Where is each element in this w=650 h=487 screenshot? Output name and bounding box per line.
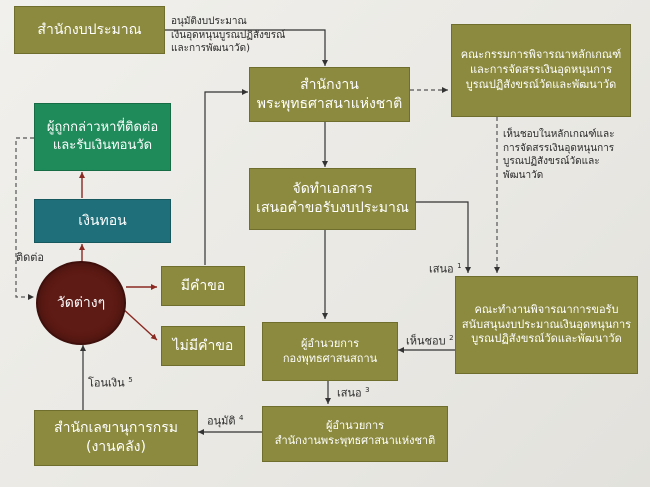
committee-line-2: และการจัดสรรเงินอุดหนุนการ [469, 63, 613, 77]
fund-director-box: ผู้อำนวยการ กองพุทธศาสนสถาน [262, 322, 398, 381]
no-request-label: ไม่มีคำขอ [172, 337, 234, 354]
working-group-line-3: บูรณปฏิสังขรณ์วัดและพัฒนาวัด [471, 332, 622, 346]
propose-1-num: 1 [457, 262, 462, 270]
arrow-temples-to-no-request [121, 307, 158, 341]
committee-approval-note: เห็นชอบในหลักเกณฑ์และ การจัดสรรเงินอุดหน… [503, 128, 614, 182]
budget-approval-note: อนุมัติงบประมาณ เงินอุดหนุนบูรณปฏิสังขรณ… [171, 15, 285, 56]
agree-2-text: เห็นชอบ [406, 334, 446, 348]
nob-director-line-1: ผู้อำนวยการ [325, 419, 385, 433]
committee-approval-line-1: เห็นชอบในหลักเกณฑ์และ [503, 129, 615, 140]
nob-box: สำนักงาน พระพุทธศาสนาแห่งชาติ [249, 67, 410, 122]
propose-1-text: เสนอ [429, 262, 454, 276]
nob-director-box: ผู้อำนวยการ สำนักงานพระพุทธศาสนาแห่งชาติ [262, 406, 448, 462]
accused-line-2: และรับเงินทอนวัด [52, 138, 153, 153]
has-request-box: มีคำขอ [161, 266, 245, 306]
budget-approval-line-1: อนุมัติงบประมาณ [171, 16, 247, 27]
budget-approval-line-3: และการพัฒนาวัด) [171, 43, 251, 54]
propose-3-num: 3 [365, 386, 370, 394]
arrow-request-to-nob [204, 89, 248, 265]
committee-approval-line-4: พัฒนาวัด [503, 169, 544, 181]
prepare-docs-box: จัดทำเอกสาร เสนอคำขอรับงบประมาณ [249, 168, 416, 230]
transfer-5-num: 5 [128, 376, 133, 384]
approve-4-num: 4 [239, 414, 244, 422]
budget-bureau-box: สำนักงบประมาณ [14, 6, 165, 54]
secretary-line-1: สำนักเลขานุการกรม [54, 420, 178, 437]
nob-director-line-2: สำนักงานพระพุทธศาสนาแห่งชาติ [274, 434, 436, 447]
committee-box: คณะกรรมการพิจารณาหลักเกณฑ์ และการจัดสรรเ… [451, 24, 631, 117]
fund-director-line-1: ผู้อำนวยการ [300, 336, 360, 350]
committee-approval-line-3: บูรณปฏิสังขรณ์วัดและ [503, 156, 600, 167]
committee-approval-line-2: การจัดสรรเงินอุดหนุนการ [503, 142, 615, 154]
propose-1-label: เสนอ 1 [429, 262, 462, 278]
committee-line-3: บูรณปฏิสังขรณ์วัดและพัฒนาวัด [465, 77, 617, 91]
accused-box: ผู้ถูกกล่าวหาที่ติดต่อ และรับเงินทอนวัด [34, 103, 171, 171]
has-request-label: มีคำขอ [180, 277, 226, 294]
propose-3-text: เสนอ [337, 386, 362, 400]
temples-label: วัดต่างๆ [56, 294, 106, 311]
working-group-line-1: คณะทำงานพิจารณาการขอรับ [474, 302, 619, 316]
nob-line-2: พระพุทธศาสนาแห่งชาติ [256, 95, 403, 112]
arrow-accused-to-temples-contact [15, 137, 34, 300]
approve-4-text: อนุมัติ [207, 414, 236, 428]
prepare-docs-line-1: จัดทำเอกสาร [292, 181, 373, 198]
agree-2-label: เห็นชอบ 2 [406, 334, 454, 350]
budget-bureau-label: สำนักงบประมาณ [37, 21, 142, 38]
agree-2-num: 2 [449, 334, 454, 342]
temples-node: วัดต่างๆ [36, 261, 126, 345]
prepare-docs-line-2: เสนอคำขอรับงบประมาณ [256, 200, 409, 216]
working-group-box: คณะทำงานพิจารณาการขอรับ สนับสนุนงบประมาณ… [455, 276, 638, 374]
no-request-box: ไม่มีคำขอ [161, 326, 245, 366]
transfer-5-label: โอนเงิน 5 [88, 376, 133, 392]
fund-director-line-2: กองพุทธศาสนสถาน [282, 351, 378, 365]
nob-line-1: สำนักงาน [300, 76, 359, 93]
propose-3-label: เสนอ 3 [337, 386, 370, 402]
secretary-box: สำนักเลขานุการกรม (งานคลัง) [34, 410, 198, 466]
kickback-label: เงินทอน [78, 212, 127, 229]
accused-line-1: ผู้ถูกกล่าวหาที่ติดต่อ [46, 120, 159, 136]
kickback-box: เงินทอน [34, 199, 171, 243]
working-group-line-2: สนับสนุนงบประมาณเงินอุดหนุนการ [461, 317, 632, 331]
arrow-docs-to-working-group [416, 201, 471, 273]
secretary-line-2: (งานคลัง) [86, 439, 146, 455]
contact-label: ติดต่อ [16, 251, 45, 264]
committee-line-1: คณะกรรมการพิจารณาหลักเกณฑ์ [460, 48, 622, 62]
transfer-5-text: โอนเงิน [88, 376, 125, 390]
budget-approval-line-2: เงินอุดหนุนบูรณปฏิสังขรณ์ [171, 29, 286, 41]
approve-4-label: อนุมัติ 4 [207, 414, 244, 430]
arrow-budget-to-nob [165, 29, 328, 66]
